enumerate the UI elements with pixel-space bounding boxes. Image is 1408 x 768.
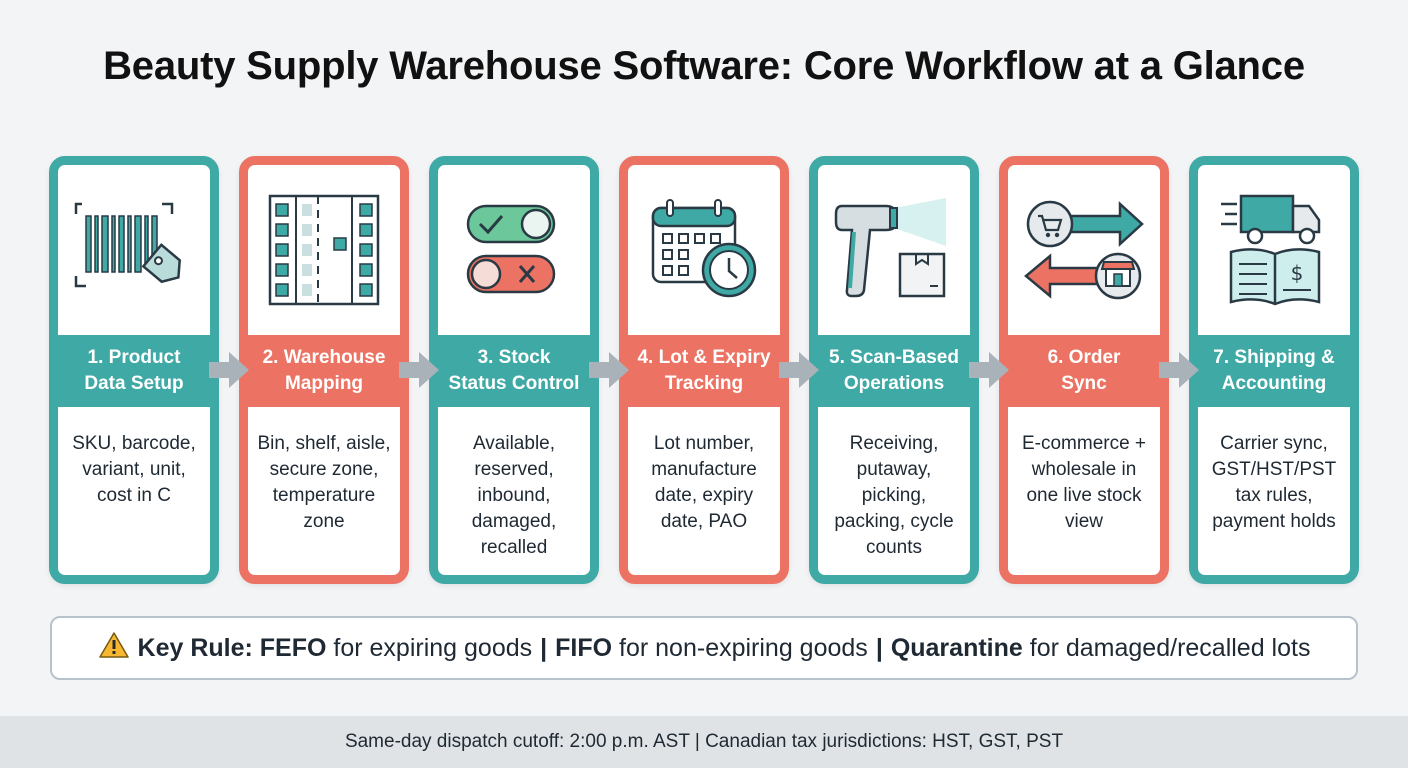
separator: | xyxy=(540,633,548,662)
step-description: Available, reserved, inbound, damaged, r… xyxy=(471,433,557,558)
flow-arrow-icon xyxy=(779,352,819,388)
fifo-label: FIFO xyxy=(555,633,613,662)
flow-arrow-icon xyxy=(399,352,439,388)
quarantine-label: Quarantine xyxy=(890,633,1023,662)
step-description: Receiving, putaway, picking, packing, cy… xyxy=(834,433,954,558)
truck-ledger-icon: $ xyxy=(1198,165,1350,335)
status-toggle-icon xyxy=(438,165,590,335)
footer-note: Same-day dispatch cutoff: 2:00 p.m. AST … xyxy=(0,716,1408,768)
key-rule-banner: Key Rule: FEFO for expiring goods | FIFO… xyxy=(50,616,1358,680)
quarantine-text: for damaged/recalled lots xyxy=(1029,633,1311,662)
step-title: 7. Shipping &Accounting xyxy=(1198,335,1350,407)
fefo-text: for expiring goods xyxy=(333,633,533,662)
step-description: Bin, shelf, aisle, secure zone, temperat… xyxy=(257,433,391,532)
fefo-label: FEFO xyxy=(259,633,327,662)
page-title: Beauty Supply Warehouse Software: Core W… xyxy=(103,44,1305,88)
step-description: SKU, barcode, variant, unit, cost in C xyxy=(72,433,196,506)
cart-store-sync-icon xyxy=(1008,165,1160,335)
scanner-box-icon xyxy=(818,165,970,335)
separator: | xyxy=(875,633,883,662)
step-card-shipping-accounting: $ 7. Shipping &Accounting Carrier sync, … xyxy=(1189,156,1359,584)
fifo-text: for non-expiring goods xyxy=(619,633,868,662)
barcode-tag-icon xyxy=(58,165,210,335)
flow-arrow-icon xyxy=(209,352,249,388)
step-description: Lot number, manufacture date, expiry dat… xyxy=(651,433,757,532)
flow-arrow-icon xyxy=(969,352,1009,388)
key-rule-label: Key Rule: xyxy=(137,633,253,662)
flow-arrow-icon xyxy=(589,352,629,388)
svg-text:$: $ xyxy=(1291,261,1304,285)
calendar-clock-icon xyxy=(628,165,780,335)
warehouse-layout-icon xyxy=(248,165,400,335)
flow-arrow-icon xyxy=(1159,352,1199,388)
step-description: E-commerce + wholesale in one live stock… xyxy=(1021,433,1147,532)
warning-icon xyxy=(98,631,130,666)
step-description: Carrier sync, GST/HST/PST tax rules, pay… xyxy=(1211,433,1337,532)
